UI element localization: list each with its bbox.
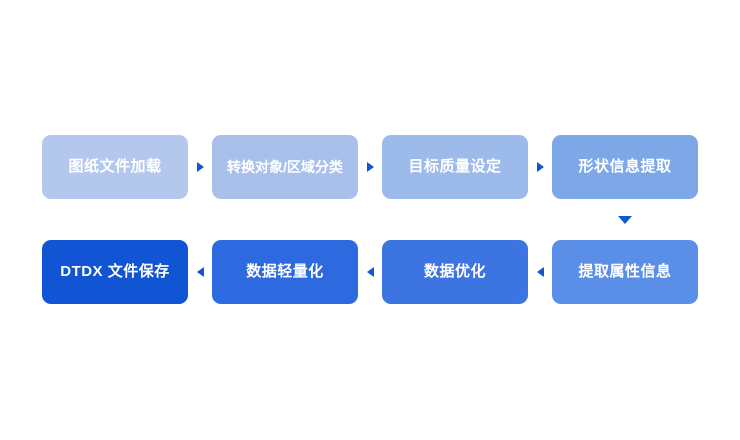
triangle-left-icon — [536, 267, 544, 277]
flow-node-step-1[interactable]: 图纸文件加载 — [42, 135, 188, 199]
triangle-left-icon — [196, 267, 204, 277]
flow-arrow-2-to-3 — [358, 135, 382, 199]
flow-arrow-row-connector — [618, 210, 632, 230]
triangle-right-icon — [196, 162, 204, 172]
flow-node-label: 目标质量设定 — [408, 158, 502, 175]
flow-node-label: 转换对象/区域分类 — [227, 158, 343, 175]
flow-arrow-3-to-4 — [528, 135, 552, 199]
flow-node-step-7[interactable]: 数据轻量化 — [212, 240, 358, 304]
triangle-left-icon — [366, 267, 374, 277]
triangle-right-icon — [366, 162, 374, 172]
flow-node-label: 数据优化 — [423, 263, 486, 280]
flow-node-step-6[interactable]: 数据优化 — [382, 240, 528, 304]
flow-arrow-5-to-6 — [528, 240, 552, 304]
flow-node-label: 提取属性信息 — [578, 263, 672, 280]
flow-arrow-6-to-7 — [358, 240, 382, 304]
flow-row-bottom: DTDX 文件保存 数据轻量化 数据优化 提取属性信息 — [42, 240, 698, 304]
flow-node-label: 图纸文件加载 — [68, 158, 162, 175]
flow-arrow-1-to-2 — [188, 135, 212, 199]
flow-row-top: 图纸文件加载 转换对象/区域分类 目标质量设定 形状信息提取 — [42, 135, 698, 199]
flow-node-step-2[interactable]: 转换对象/区域分类 — [212, 135, 358, 199]
flow-node-step-8[interactable]: DTDX 文件保存 — [42, 240, 188, 304]
flow-node-label: 数据轻量化 — [246, 263, 324, 280]
flow-node-label: DTDX 文件保存 — [60, 263, 170, 280]
flow-node-step-3[interactable]: 目标质量设定 — [382, 135, 528, 199]
triangle-right-icon — [536, 162, 544, 172]
flow-arrow-7-to-8 — [188, 240, 212, 304]
flow-node-step-5[interactable]: 提取属性信息 — [552, 240, 698, 304]
flow-node-label: 形状信息提取 — [578, 158, 672, 175]
triangle-down-icon — [618, 216, 632, 224]
flow-node-step-4[interactable]: 形状信息提取 — [552, 135, 698, 199]
